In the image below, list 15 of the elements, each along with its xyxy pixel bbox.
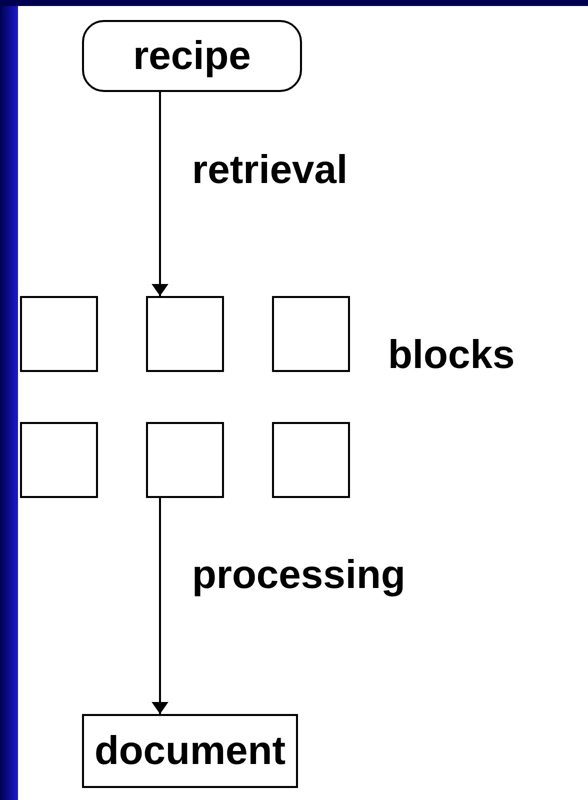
arrow <box>152 498 168 714</box>
edge-label: processing <box>192 553 406 598</box>
block-box <box>146 422 224 498</box>
block-box <box>272 296 350 372</box>
edge-label: retrieval <box>192 148 348 193</box>
arrow <box>152 92 168 296</box>
group-label: blocks <box>388 333 515 378</box>
rounded-box <box>82 20 302 92</box>
process-box <box>82 714 298 788</box>
block-box <box>20 296 98 372</box>
block-box <box>20 422 98 498</box>
block-box <box>272 422 350 498</box>
block-box <box>146 296 224 372</box>
node-label: recipe <box>133 34 251 78</box>
node-label: document <box>94 728 286 774</box>
